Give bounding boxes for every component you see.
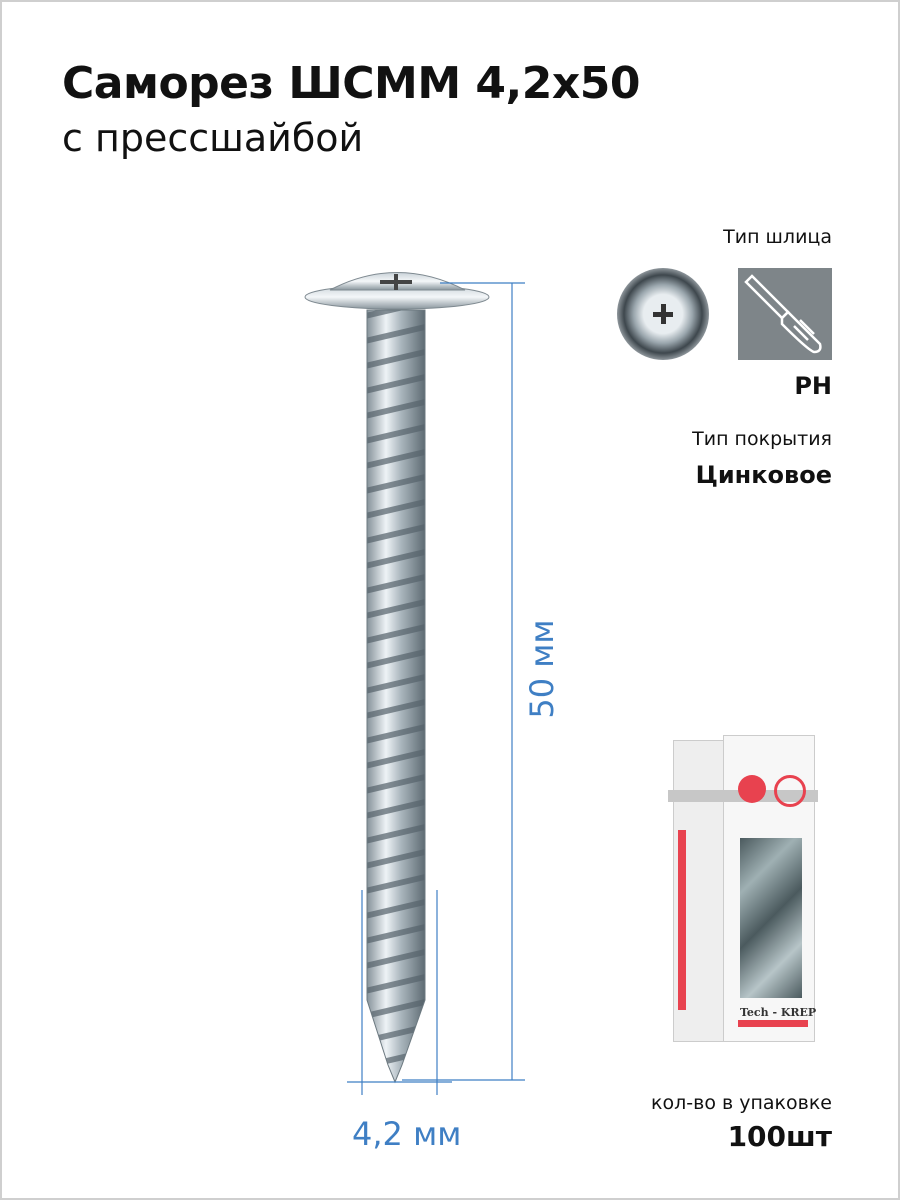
screw <box>304 272 490 1084</box>
product-title: Саморез ШСММ 4,2x50 <box>62 58 641 109</box>
diameter-dimension-lines <box>347 890 452 1095</box>
coating-value: Цинковое <box>695 461 832 489</box>
slot-type-label: Тип шлица <box>723 226 832 248</box>
package-box-image: Tech - KREP <box>668 730 818 1060</box>
length-label: 50 мм <box>523 619 561 719</box>
diameter-label: 4,2 мм <box>352 1115 462 1153</box>
package-qty-value: 100шт <box>727 1120 832 1153</box>
phillips-head-icon <box>617 268 709 360</box>
slot-type-value: PH <box>794 372 832 400</box>
coating-label: Тип покрытия <box>692 428 832 450</box>
length-dimension-lines <box>402 282 525 1081</box>
package-qty-label: кол-во в упаковке <box>651 1092 832 1114</box>
screwdriver-icon <box>738 268 832 360</box>
product-subtitle: с прессшайбой <box>62 116 364 160</box>
